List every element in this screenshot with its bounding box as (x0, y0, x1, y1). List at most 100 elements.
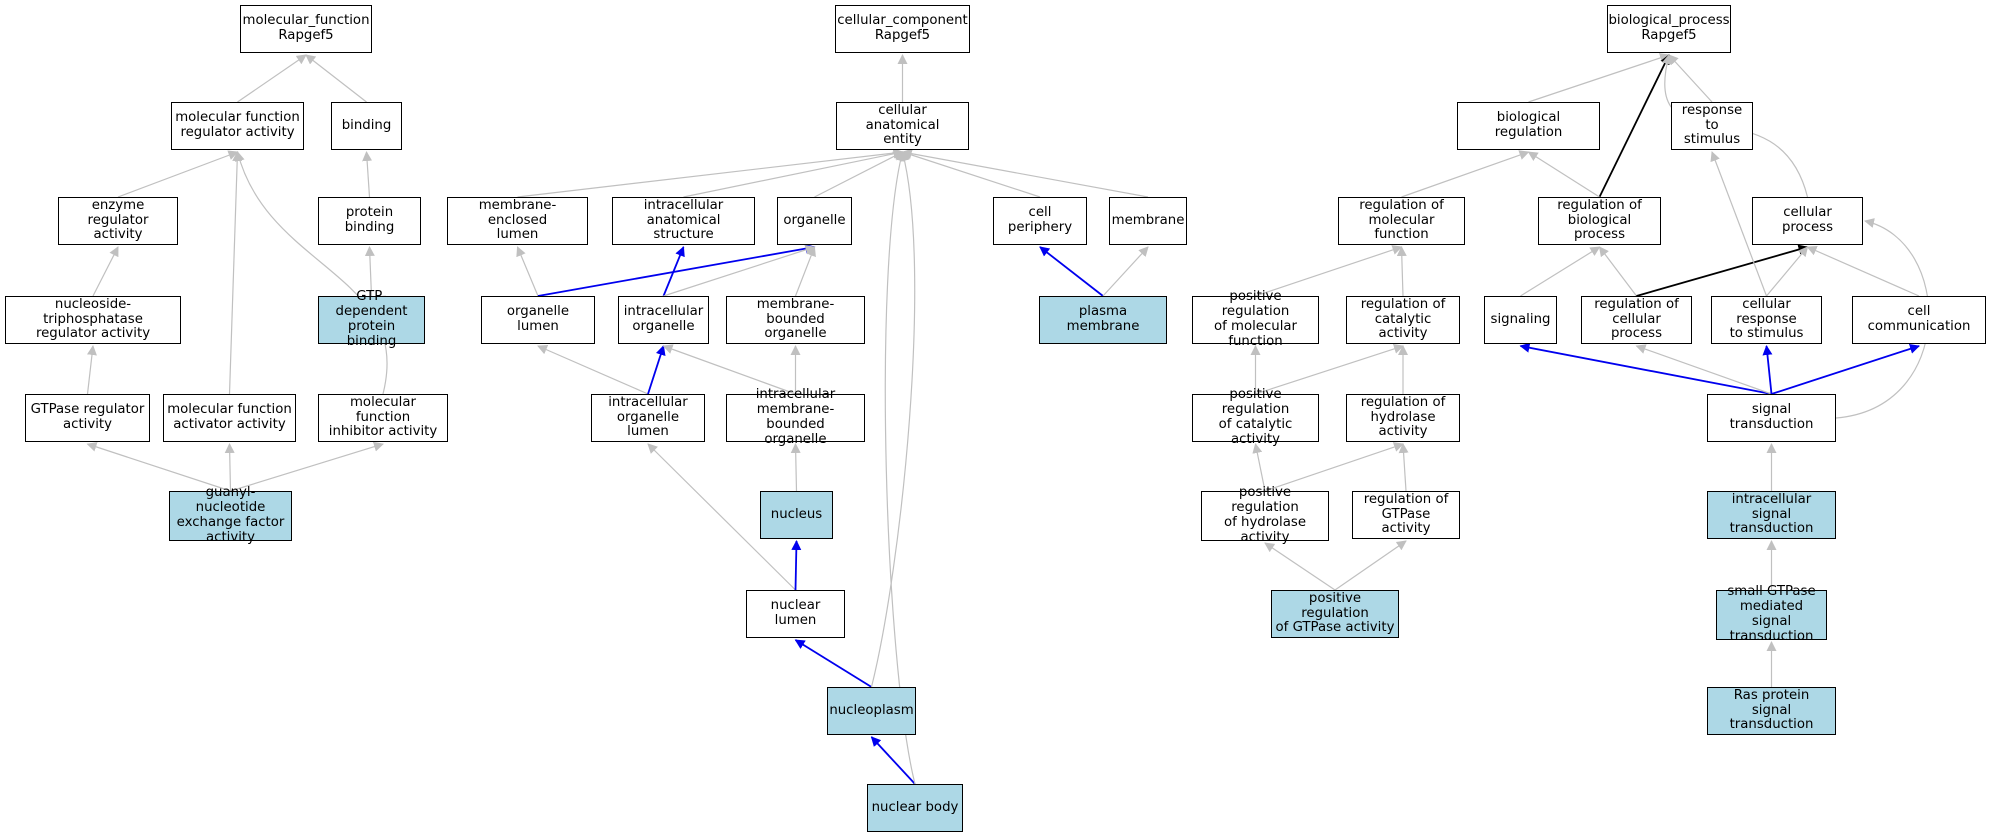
node-mf-regulator[interactable]: molecular function regulator activity (171, 102, 304, 150)
edge-intracellular_organelle-to-organelle (663, 245, 816, 297)
edge-membrane_bounded_organelle-to-organelle (794, 246, 816, 297)
edge-gef_activity-to-mf_activator (224, 443, 235, 492)
edge-nuclear_body-to-nucleoplasm (870, 736, 916, 785)
node-gef-activity[interactable]: guanyl-nucleotide exchange factor activi… (169, 485, 292, 545)
node-ntpase-regulator[interactable]: nucleoside-triphosphatase regulator acti… (5, 296, 181, 344)
edge-reg_cellular_process-to-cellular_process (1636, 244, 1809, 297)
edge-reg_gtpase-to-reg_hydrolase (1398, 443, 1409, 492)
edge-reg_bio_process-to-bp_root (1598, 54, 1670, 198)
edge-plasma_membrane-to-membrane (1102, 246, 1149, 297)
node-regulation-of-gtpase-activity[interactable]: regulation of GTPase activity (1352, 491, 1460, 539)
node-mf-root[interactable]: molecular_function Rapgef5 (240, 5, 372, 53)
edge-organelle-to-cell_anat (814, 151, 904, 198)
node-enzyme-regulator[interactable]: enzyme regulator activity (58, 197, 178, 245)
edge-reg_cellular_process-to-reg_bio_process (1598, 246, 1637, 297)
node-positive-regulation-of-molecular-function[interactable]: positive regulation of molecular functio… (1192, 289, 1319, 349)
node-protein-binding[interactable]: protein binding (318, 197, 421, 245)
node-binding[interactable]: binding (331, 102, 402, 150)
edge-bio_regulation-to-bp_root (1528, 53, 1670, 103)
edge-pos_reg_catalytic-to-reg_catalytic (1255, 344, 1404, 395)
edge-organelle_lumen-to-membrane_enclosed_lumen (516, 246, 539, 297)
node-regulation-of-cellular-process[interactable]: regulation of cellular process (1581, 296, 1692, 344)
edge-intracellular_organelle_lumen-to-organelle_lumen (537, 345, 649, 395)
edge-signal_transduction-to-signaling (1519, 342, 1772, 395)
edge-pos_reg_hydrolase-to-reg_hydrolase (1264, 442, 1404, 492)
edge-mf_inhibitor-to-mf_regulator (234, 151, 388, 395)
node-positive-regulation-of-hydrolase-activity[interactable]: positive regulation of hydrolase activit… (1201, 485, 1329, 545)
node-intracellular-membrane-bounded-organelle[interactable]: intracellular membrane-bounded organelle (726, 387, 865, 447)
edge-plasma_membrane-to-cell_periphery (1039, 246, 1104, 297)
node-intracellular-anatomical-structure[interactable]: intracellular anatomical structure (612, 197, 755, 245)
edge-pos_reg_mol_function-to-reg_molecular_function (1255, 245, 1403, 297)
edge-intracellular_organelle_lumen-to-intracellular_organelle (647, 345, 666, 395)
edge-reg_bio_process-to-bio_regulation (1527, 151, 1600, 198)
node-signal-transduction[interactable]: signal transduction (1707, 394, 1836, 442)
edge-pos_reg_gtpase-to-reg_gtpase (1334, 540, 1407, 591)
edge-signaling-to-reg_bio_process (1520, 246, 1601, 297)
node-positive-regulation-of-gtpase-activity[interactable]: positive regulation of GTPase activity (1271, 590, 1399, 638)
edge-reg_catalytic-to-reg_molecular_function (1396, 246, 1407, 297)
edge-cell_periphery-to-cell_anat (901, 150, 1041, 198)
edge-gef_activity-to-gtpase_regulator (86, 442, 231, 492)
edge-ntpase_regulator-to-enzyme_regulator (92, 246, 119, 297)
node-cellular-response-to-stimulus[interactable]: cellular response to stimulus (1711, 296, 1822, 344)
edge-gtpase_regulator-to-ntpase_regulator (86, 345, 97, 395)
node-cell-periphery[interactable]: cell periphery (993, 197, 1087, 245)
node-cell-communication[interactable]: cell communication (1852, 296, 1986, 344)
edge-cellular_response-to-response_to_stimulus (1710, 151, 1768, 297)
edge-signal_transduction-to-cellular_response (1762, 345, 1773, 395)
node-cc-root[interactable]: cellular_component Rapgef5 (835, 5, 970, 53)
edge-pos_reg_hydrolase-to-pos_reg_catalytic (1252, 443, 1266, 492)
edge-protein_binding-to-binding (362, 151, 373, 198)
node-nuclear-lumen[interactable]: nuclear lumen (746, 590, 845, 638)
node-gtpase-regulator[interactable]: GTPase regulator activity (25, 394, 150, 442)
edge-cellular_response-to-cellular_process (1766, 246, 1809, 297)
node-signaling[interactable]: signaling (1484, 296, 1557, 344)
node-positive-regulation-of-catalytic-activity[interactable]: positive regulation of catalytic activit… (1192, 387, 1319, 447)
node-biological-regulation[interactable]: biological regulation (1457, 102, 1600, 150)
node-regulation-of-catalytic-activity[interactable]: regulation of catalytic activity (1346, 296, 1460, 344)
node-cellular-process[interactable]: cellular process (1752, 197, 1863, 245)
node-regulation-of-biological-process[interactable]: regulation of biological process (1538, 197, 1661, 245)
edge-intracellular_organelle-to-intracellular_anat (662, 246, 685, 297)
node-gtp-dependent-binding[interactable]: GTP-dependent protein binding (318, 289, 425, 349)
edge-gtp_dep_binding-to-protein_binding (364, 246, 375, 297)
node-organelle-lumen[interactable]: organelle lumen (481, 296, 595, 344)
node-membrane-bounded-organelle[interactable]: membrane-bounded organelle (726, 296, 865, 344)
edge-gef_activity-to-mf_inhibitor (230, 441, 384, 492)
edge-intracellular_anat-to-cell_anat (683, 148, 904, 198)
edge-nucleoplasm-to-cell_anat (870, 151, 916, 688)
node-mf-inhibitor[interactable]: molecular function inhibitor activity (318, 394, 448, 442)
edge-nuclear_lumen-to-nucleus (791, 540, 802, 591)
node-membrane-enclosed-lumen[interactable]: membrane-enclosed lumen (447, 197, 588, 245)
node-plasma-membrane[interactable]: plasma membrane (1039, 296, 1167, 344)
node-nucleus[interactable]: nucleus (760, 491, 833, 539)
node-regulation-of-hydrolase-activity[interactable]: regulation of hydrolase activity (1346, 394, 1460, 442)
node-intracellular-organelle[interactable]: intracellular organelle (618, 296, 709, 344)
node-organelle[interactable]: organelle (777, 197, 852, 245)
edge-membrane-to-cell_anat (901, 148, 1149, 198)
edge-cell_communication-to-cellular_process (1806, 246, 1920, 297)
edge-response_to_stimulus-to-bp_root (1668, 54, 1713, 103)
node-nucleoplasm[interactable]: nucleoplasm (827, 687, 916, 735)
node-membrane[interactable]: membrane (1109, 197, 1187, 245)
node-intracellular-signal-transduction[interactable]: intracellular signal transduction (1707, 491, 1836, 539)
node-regulation-of-molecular-function[interactable]: regulation of molecular function (1338, 197, 1465, 245)
node-cellular-anatomical-entity[interactable]: cellular anatomical entity (836, 102, 969, 150)
edge-mf_regulator-to-mf_root (237, 54, 307, 103)
edge-intracellular_mb_organelle-to-intracellular_organelle (662, 344, 796, 395)
edge-enzyme_regulator-to-mf_regulator (117, 150, 239, 198)
node-bp-root[interactable]: biological_process Rapgef5 (1607, 5, 1731, 53)
node-nuclear-body[interactable]: nuclear body (867, 784, 963, 832)
node-mf-activator[interactable]: molecular function activator activity (163, 394, 296, 442)
node-response-to-stimulus[interactable]: response to stimulus (1671, 102, 1753, 150)
edge-binding-to-mf_root (305, 54, 367, 103)
edge-mf_activator-to-mf_regulator (228, 151, 243, 395)
node-small-gtpase-signal-transduction[interactable]: small GTPase mediated signal transductio… (1716, 584, 1827, 644)
node-ras-protein-signal-transduction[interactable]: Ras protein signal transduction (1707, 687, 1836, 735)
edge-organelle_lumen-to-organelle (537, 243, 816, 297)
edge-signal_transduction-to-reg_cellular_process (1635, 344, 1772, 395)
node-intracellular-organelle-lumen[interactable]: intracellular organelle lumen (591, 394, 705, 442)
